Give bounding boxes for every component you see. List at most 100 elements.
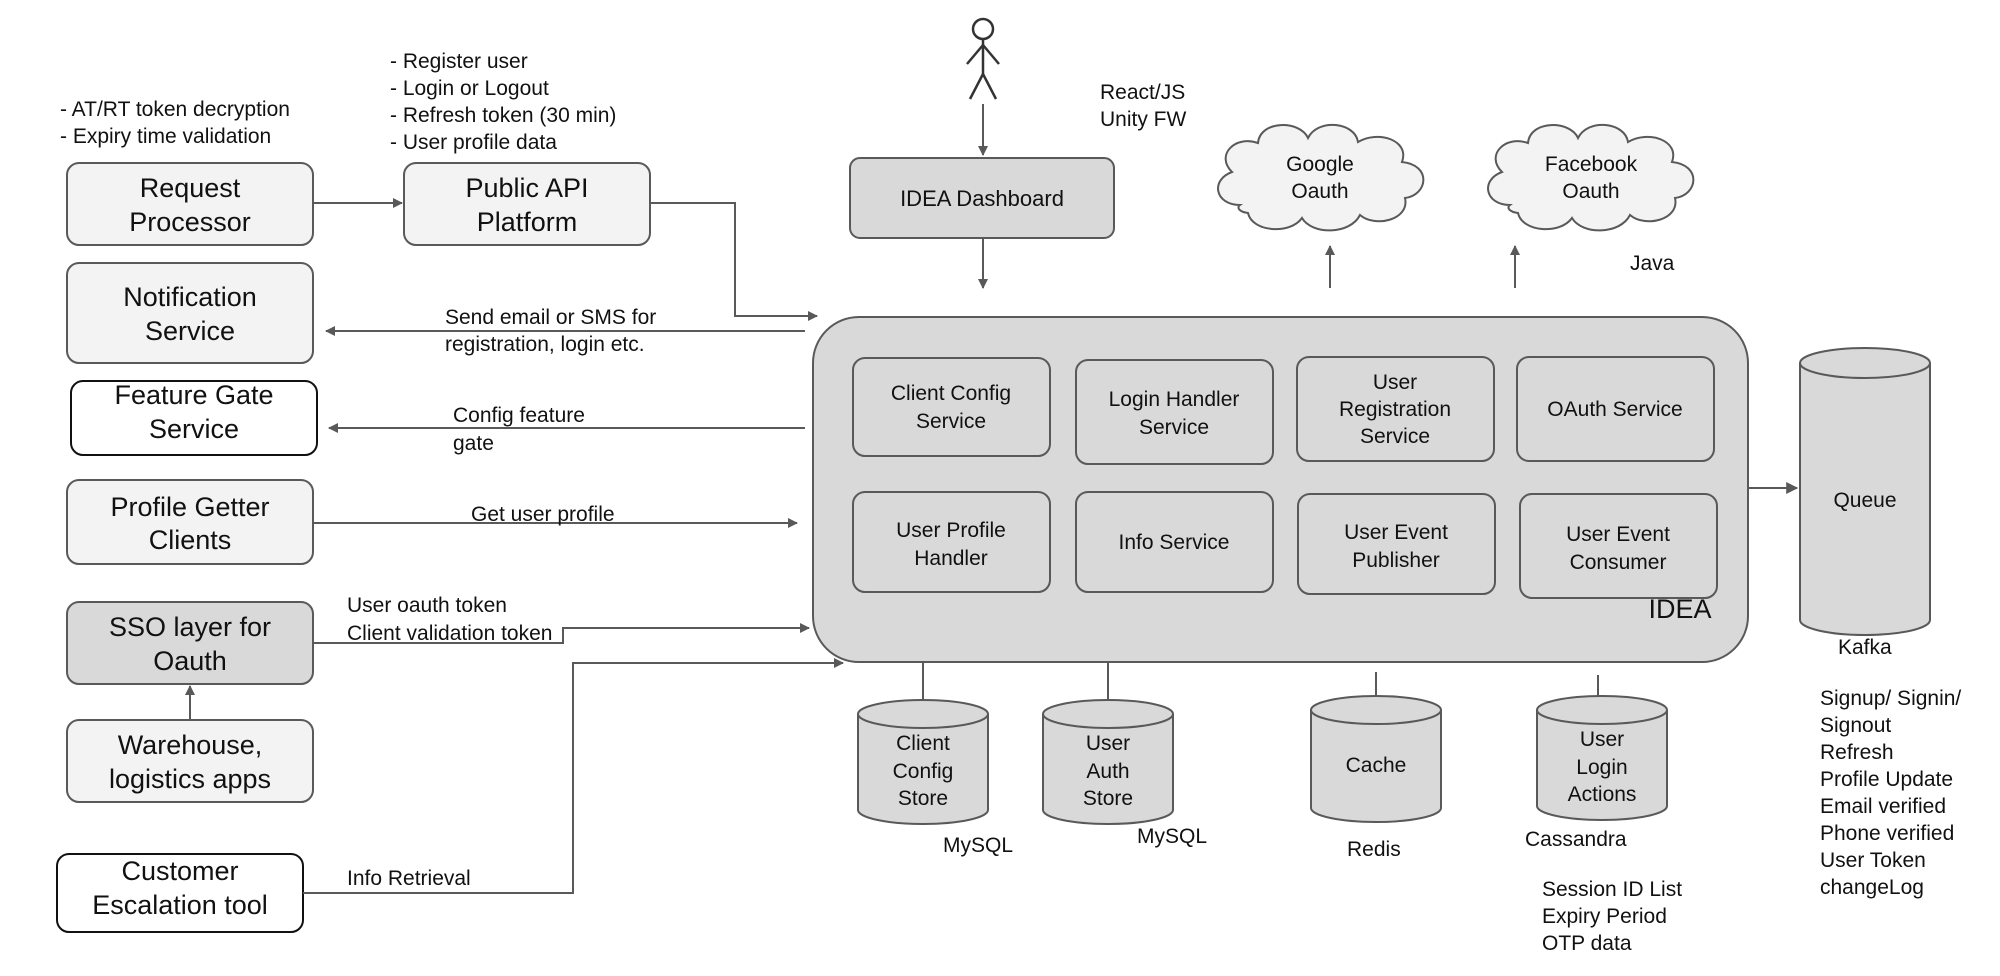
service-label-line: Registration [1339,398,1451,421]
login-actions-cylinder: User Login Actions [1536,695,1668,821]
svg-text:IDEA Dashboard: IDEA Dashboard [900,186,1064,211]
service-label-line: Login Handler [1109,388,1240,411]
svg-text:Request: Request [140,173,241,203]
connection-label-line: Config feature [453,404,585,427]
store-label-line: Actions [1568,783,1637,806]
cassandra-notes: Session ID List Expiry Period OTP data [1542,878,1682,955]
svg-text:- Expiry time validation: - Expiry time validation [60,125,271,148]
svg-text:React/JS: React/JS [1100,81,1185,104]
svg-text:logistics apps: logistics apps [109,764,271,794]
store-label-line: User [1086,732,1130,755]
connection-label-line: gate [453,432,494,455]
cache-tech: Redis [1347,838,1401,861]
service-label-line: Client Config [891,382,1011,405]
connection-label-line: Send email or SMS for [445,306,656,329]
svg-text:Customer: Customer [121,856,238,886]
svg-text:Service: Service [149,414,239,444]
kafka-event-line: Signup/ Signin/ [1820,687,1961,710]
queue-cylinder: Queue [1799,347,1931,636]
svg-text:User: User [1086,732,1130,755]
svg-text:Facebook: Facebook [1545,153,1638,176]
svg-text:User: User [1373,371,1417,394]
svg-text:User: User [1580,728,1624,751]
box-label-line: logistics apps [109,764,271,794]
store-label-line: Client [896,732,950,755]
svg-text:Registration: Registration [1339,398,1451,421]
notification-service-box: Notification Service [66,262,314,364]
svg-text:Session ID List: Session ID List [1542,878,1682,901]
token-notes: - AT/RT token decryption - Expiry time v… [60,98,290,148]
svg-text:Consumer: Consumer [1570,551,1667,574]
svg-text:User Event: User Event [1344,521,1448,544]
svg-text:Publisher: Publisher [1352,549,1440,572]
svg-text:Signup/ Signin/: Signup/ Signin/ [1820,687,1961,710]
box-label-line: SSO layer for [109,612,271,642]
svg-text:Store: Store [898,787,948,810]
connection-labels: Send email or SMS for registration, logi… [347,306,656,890]
svg-text:SSO layer for: SSO layer for [109,612,271,642]
svg-text:Notification: Notification [123,282,257,312]
cloud-label-line: Google [1286,153,1354,176]
user-registration-service-box: User Registration Service [1296,356,1495,462]
login-actions-tech: Cassandra [1525,828,1627,851]
svg-text:Service: Service [1139,416,1209,439]
service-label-line: Publisher [1352,549,1440,572]
queue-tech: Kafka [1838,636,1892,659]
user-event-consumer-box: User Event Consumer [1519,493,1718,599]
svg-text:Profile Update: Profile Update [1820,768,1953,791]
box-label-line: Platform [477,207,578,237]
svg-text:OAuth Service: OAuth Service [1547,398,1682,421]
user-auth-store-tech: MySQL [1137,825,1207,848]
svg-text:Escalation tool: Escalation tool [92,890,268,920]
cloud-label-line: Oauth [1562,180,1619,203]
cassandra-note-line: Expiry Period [1542,905,1667,928]
token-note-line: - Expiry time validation [60,125,271,148]
store-label-line: Login [1576,756,1627,779]
svg-text:gate: gate [453,432,494,455]
service-label-line: Service [1139,416,1209,439]
left-connections [185,198,844,894]
sso-layer-box: SSO layer for Oauth [66,601,314,685]
api-note-line: - Refresh token (30 min) [390,104,616,127]
cassandra-note-line: OTP data [1542,932,1632,955]
kafka-event-line: User Token [1820,849,1926,872]
box-label-line: Profile Getter [110,492,269,522]
user-event-publisher-box: User Event Publisher [1297,493,1496,595]
svg-text:Login: Login [1576,756,1627,779]
service-label-line: User Profile [896,519,1006,542]
cassandra-note-line: Session ID List [1542,878,1682,901]
store-label-line: Store [1083,787,1133,810]
svg-text:Login Handler: Login Handler [1109,388,1240,411]
frontend-tech-note: React/JS Unity FW [1100,81,1187,131]
box-label-line: Request [140,173,241,203]
warehouse-apps-box: Warehouse, logistics apps [66,719,314,803]
svg-text:Warehouse,: Warehouse, [118,730,263,760]
arrow-api-to-idea [650,202,818,321]
kafka-events-notes: Signup/ Signin/ Signout Refresh Profile … [1820,687,1961,899]
frontend-tech-line: React/JS [1100,81,1185,104]
google-oauth-cloud: Google Oauth [1217,123,1425,232]
box-label-line: Public API [465,173,588,203]
service-label-line: Service [916,410,986,433]
store-label-line: Cache [1346,754,1407,777]
svg-text:- Login or Logout: - Login or Logout [390,77,549,100]
svg-text:Email verified: Email verified [1820,795,1946,818]
svg-text:Service: Service [916,410,986,433]
connection-label-line: Client validation token [347,622,552,645]
svg-text:Unity FW: Unity FW [1100,108,1187,131]
cloud-label-line: Oauth [1291,180,1348,203]
api-note-line: - Register user [390,50,528,73]
cloud-label-line: Facebook [1545,153,1638,176]
svg-text:Queue: Queue [1833,489,1896,512]
box-label-line: Clients [149,525,232,555]
svg-text:Actions: Actions [1568,783,1637,806]
kafka-event-line: Refresh [1820,741,1894,764]
svg-text:Handler: Handler [914,547,988,570]
request-processor-box: Request Processor [66,162,314,246]
api-notes: - Register user - Login or Logout - Refr… [390,50,616,154]
user-auth-store-cylinder: User Auth Store [1042,699,1174,825]
svg-text:Profile Getter: Profile Getter [110,492,269,522]
oauth-service-box: OAuth Service [1516,356,1715,462]
svg-text:registration, login etc.: registration, login etc. [445,333,645,356]
